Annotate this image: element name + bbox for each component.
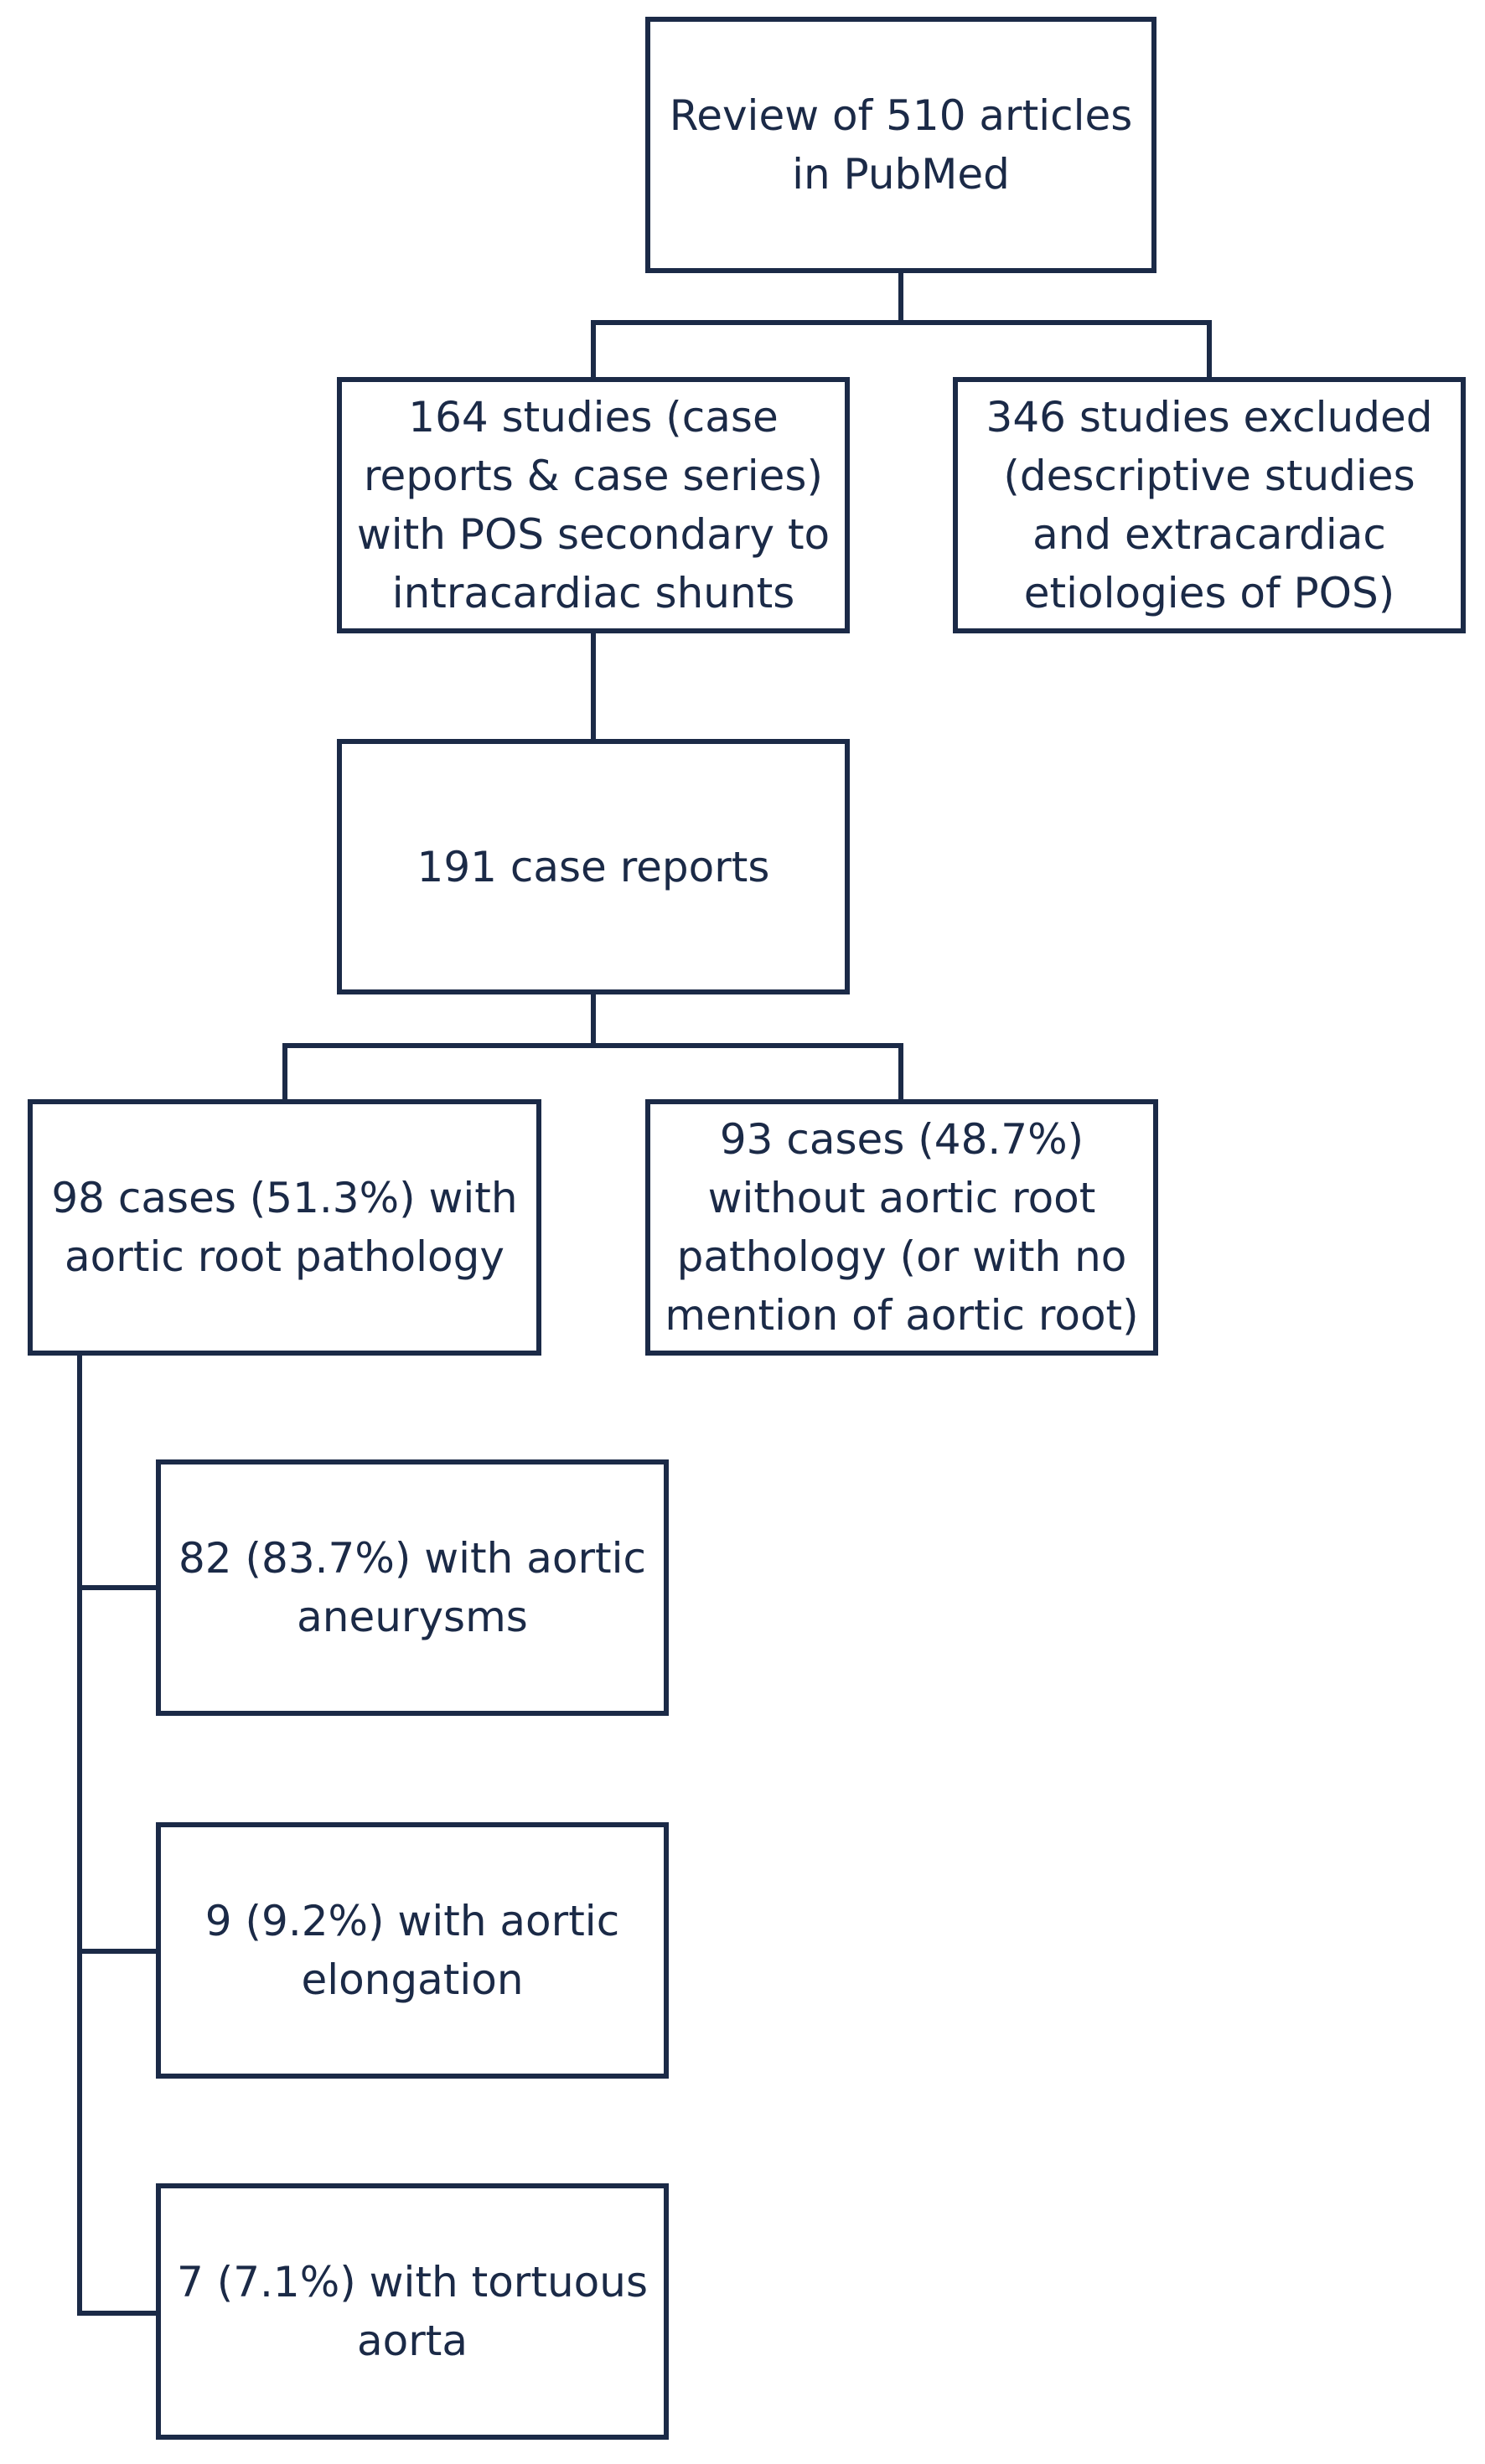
connector-included-to-case-reports [591, 633, 596, 739]
with-aortic-root-box: 98 cases (51.3%) with aortic root pathol… [28, 1099, 541, 1356]
connector-to-without-aortic-root [898, 1043, 903, 1099]
excluded-studies-text: 346 studies excluded (descriptive studie… [986, 393, 1433, 617]
connector-to-elongation [77, 1949, 158, 1954]
connector-review-down [898, 268, 903, 325]
connector-case-reports-split [282, 1043, 903, 1048]
tortuous-text: 7 (7.1%) with tortuous aorta [177, 2258, 648, 2365]
without-aortic-root-text: 93 cases (48.7%) without aortic root pat… [665, 1115, 1139, 1340]
connector-to-with-aortic-root [282, 1043, 287, 1099]
excluded-studies-box: 346 studies excluded (descriptive studie… [953, 377, 1466, 633]
connector-to-tortuous [77, 2311, 158, 2316]
aneurysms-box: 82 (83.7%) with aortic aneurysms [156, 1459, 669, 1716]
case-reports-box: 191 case reports [337, 739, 850, 994]
connector-to-aneurysms [77, 1585, 158, 1590]
case-reports-text: 191 case reports [417, 842, 770, 891]
connector-to-excluded [1207, 320, 1212, 377]
elongation-text: 9 (9.2%) with aortic elongation [204, 1897, 620, 2004]
connector-review-split [591, 320, 1212, 325]
connector-to-included [591, 320, 596, 377]
review-text: Review of 510 articles in PubMed [669, 91, 1133, 199]
without-aortic-root-box: 93 cases (48.7%) without aortic root pat… [645, 1099, 1158, 1356]
aneurysms-text: 82 (83.7%) with aortic aneurysms [178, 1534, 646, 1641]
included-studies-text: 164 studies (case reports & case series)… [356, 393, 830, 617]
tortuous-box: 7 (7.1%) with tortuous aorta [156, 2183, 669, 2440]
connector-subgroup-spine [77, 1356, 82, 2316]
elongation-box: 9 (9.2%) with aortic elongation [156, 1822, 669, 2079]
connector-case-reports-down [591, 994, 596, 1048]
included-studies-box: 164 studies (case reports & case series)… [337, 377, 850, 633]
review-box: Review of 510 articles in PubMed [645, 17, 1156, 273]
with-aortic-root-text: 98 cases (51.3%) with aortic root pathol… [51, 1174, 518, 1281]
